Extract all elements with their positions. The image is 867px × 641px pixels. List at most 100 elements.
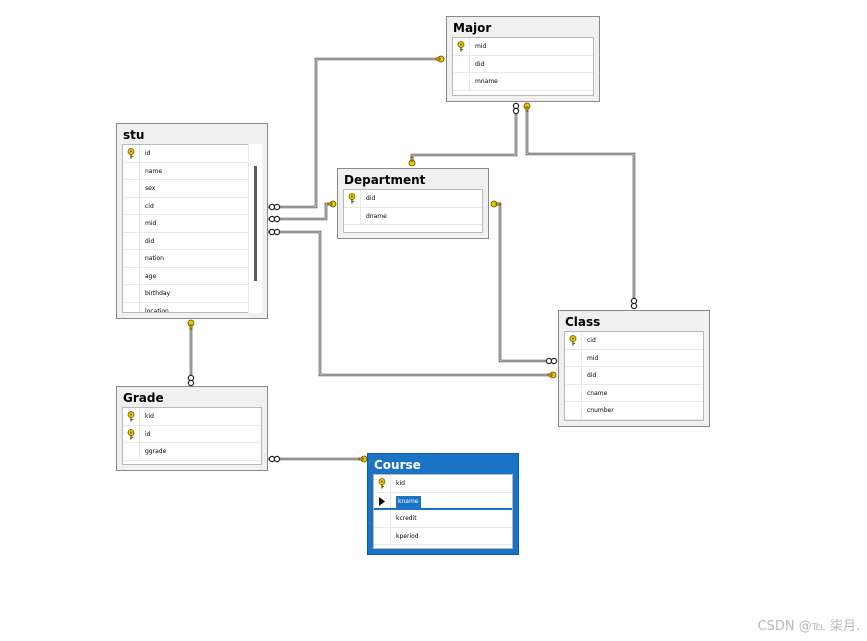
- primary-key-icon: [127, 148, 135, 159]
- key-endpoint-icon: [523, 102, 531, 112]
- column-row[interactable]: cnumber: [565, 402, 703, 420]
- row-gutter: [453, 73, 470, 90]
- column-row[interactable]: age: [123, 267, 261, 285]
- column-name: mid: [587, 354, 599, 362]
- column-row[interactable]: did: [123, 232, 261, 250]
- primary-key-icon: [127, 428, 135, 439]
- relation-major-department[interactable]: [410, 107, 518, 162]
- table-title[interactable]: Department: [344, 173, 426, 187]
- column-row[interactable]: sex: [123, 180, 261, 198]
- scrollbar-thumb[interactable]: [254, 166, 257, 281]
- column-name: did: [587, 372, 597, 379]
- column-row[interactable]: did: [565, 367, 703, 385]
- vertical-scrollbar[interactable]: [248, 144, 262, 313]
- table-title[interactable]: stu: [123, 128, 145, 142]
- column-row[interactable]: mid: [123, 215, 261, 233]
- row-gutter: [565, 349, 582, 366]
- column-row[interactable]: name: [123, 162, 261, 180]
- infinity-icon: [630, 297, 638, 310]
- table-title[interactable]: Grade: [123, 391, 164, 405]
- column-row[interactable]: id: [123, 145, 261, 163]
- row-gutter: [123, 267, 140, 284]
- column-name: kname: [396, 495, 421, 508]
- column-row[interactable]: cname: [565, 384, 703, 402]
- column-row[interactable]: mid: [453, 38, 593, 56]
- table-title[interactable]: Course: [374, 458, 421, 472]
- column-name: mname: [475, 78, 498, 85]
- key-endpoint-icon: [547, 371, 557, 379]
- column-row[interactable]: kperiod: [374, 527, 512, 545]
- row-gutter: [123, 250, 140, 267]
- column-name: kid: [396, 480, 405, 487]
- row-gutter: [123, 145, 140, 162]
- table-department[interactable]: Department did dname: [337, 168, 489, 239]
- primary-key-icon: [569, 335, 577, 346]
- table-course[interactable]: Course kid kname kcredit kperiod: [367, 453, 519, 555]
- column-name: name: [145, 167, 163, 175]
- column-row[interactable]: did: [453, 55, 593, 73]
- infinity-icon: [268, 215, 281, 223]
- column-name: mid: [475, 43, 487, 50]
- column-row[interactable]: mid: [565, 349, 703, 367]
- column-row[interactable]: cid: [123, 197, 261, 215]
- column-row[interactable]: dname: [344, 207, 482, 225]
- key-endpoint-icon: [490, 200, 501, 208]
- column-row[interactable]: birthday: [123, 285, 261, 303]
- infinity-icon: [268, 455, 281, 463]
- infinity-icon: [268, 228, 281, 236]
- row-gutter: [123, 408, 140, 425]
- column-row[interactable]: kid: [374, 475, 512, 493]
- column-name: did: [366, 195, 376, 202]
- column-name: did: [475, 60, 485, 68]
- column-name: birthday: [145, 290, 171, 297]
- column-name: cid: [145, 202, 154, 210]
- row-gutter: [123, 197, 140, 214]
- infinity-icon: [545, 357, 558, 365]
- column-row[interactable]: id: [123, 425, 261, 443]
- key-endpoint-icon: [327, 200, 337, 208]
- column-name: location: [145, 307, 169, 313]
- column-row[interactable]: location: [123, 302, 261, 313]
- column-row[interactable]: did: [344, 190, 482, 208]
- column-name: id: [145, 430, 151, 438]
- relation-department-class[interactable]: [494, 202, 553, 363]
- column-name: kperiod: [396, 532, 419, 540]
- column-name: mid: [145, 220, 157, 227]
- row-gutter: [374, 510, 391, 527]
- row-gutter: [123, 162, 140, 179]
- row-gutter: [565, 384, 582, 401]
- column-row[interactable]: kid: [123, 408, 261, 426]
- row-gutter: [123, 443, 140, 460]
- row-pointer-icon: [379, 496, 385, 506]
- column-list: mid did mname: [452, 37, 594, 96]
- row-gutter: [123, 215, 140, 232]
- table-title[interactable]: Class: [565, 315, 601, 329]
- primary-key-icon: [457, 41, 465, 52]
- table-title[interactable]: Major: [453, 21, 492, 35]
- column-row[interactable]: ggrade: [123, 443, 261, 461]
- column-row[interactable]: kname: [374, 492, 512, 510]
- column-row[interactable]: mname: [453, 73, 593, 91]
- column-row[interactable]: nation: [123, 250, 261, 268]
- column-list: kid kname kcredit kperiod: [373, 474, 513, 549]
- key-endpoint-icon: [187, 319, 195, 330]
- column-row[interactable]: kcredit: [374, 510, 512, 528]
- relation-major-class[interactable]: [525, 107, 636, 303]
- row-gutter: [374, 475, 391, 492]
- infinity-icon: [512, 102, 520, 115]
- relation-stu-class[interactable]: [268, 230, 553, 377]
- table-grade[interactable]: Grade kid id ggrade: [116, 386, 268, 471]
- table-major[interactable]: Major mid did mname: [446, 16, 600, 102]
- column-list: kid id ggrade: [122, 407, 262, 465]
- row-gutter: [344, 207, 361, 224]
- row-gutter: [565, 332, 582, 349]
- column-row[interactable]: cid: [565, 332, 703, 350]
- column-name: sex: [145, 185, 156, 192]
- row-gutter: [123, 425, 140, 442]
- row-gutter: [374, 492, 391, 508]
